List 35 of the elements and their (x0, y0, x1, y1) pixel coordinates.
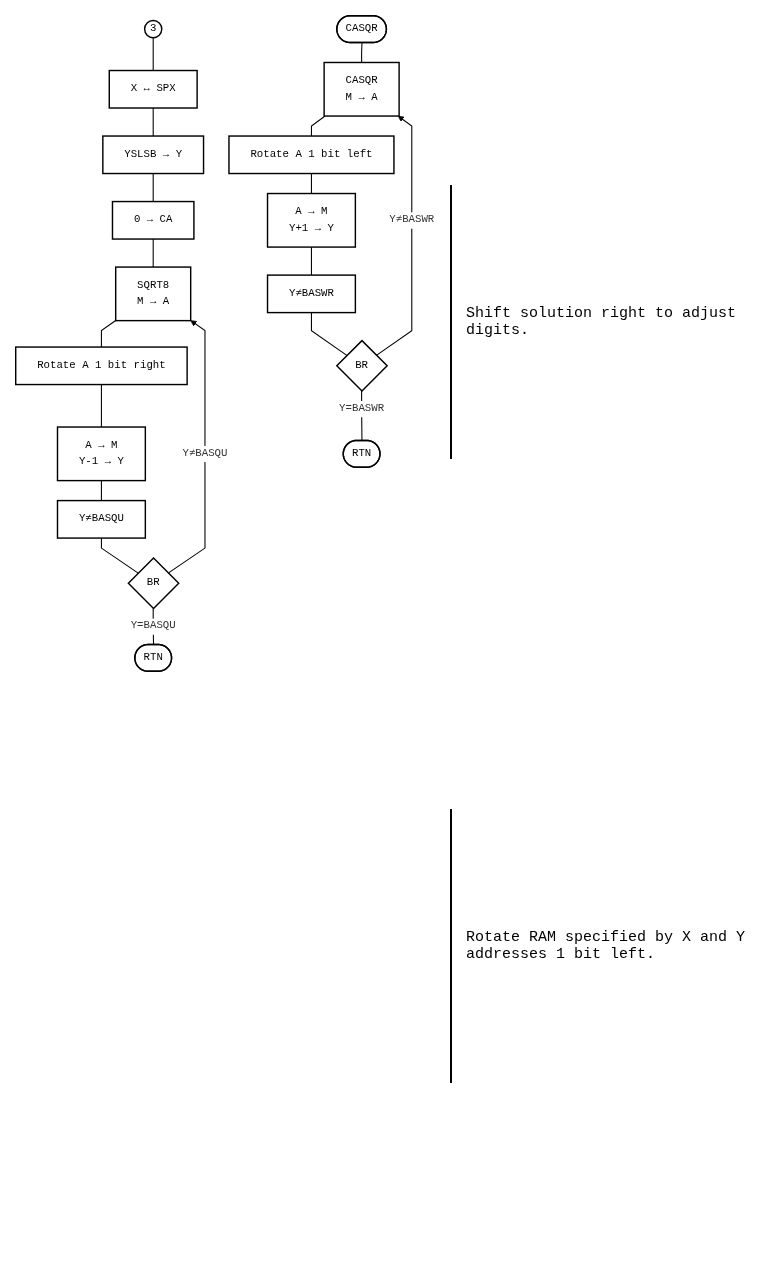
edge-label: Y≠BASWR (389, 213, 435, 226)
connector (100, 480, 102, 502)
connector (100, 384, 102, 428)
connector (310, 173, 312, 195)
node-box: Y≠BASQU (56, 499, 147, 539)
connector (310, 312, 348, 356)
node-box: YSLSB → Y (102, 135, 205, 175)
node-box: A → M Y+1 → Y (266, 192, 357, 248)
arrow (167, 320, 206, 574)
annotation-note: Shift solution right to adjust digits. (450, 185, 758, 459)
connector (310, 246, 312, 276)
node-box: 0 → CA (111, 200, 195, 240)
connector (152, 238, 154, 268)
node-diamond: BR (127, 557, 180, 610)
annotation-note: Rotate RAM specified by X and Y addresses 1 bit left. (450, 809, 758, 1083)
connector (100, 537, 139, 574)
connector (361, 42, 363, 64)
node-box: CASQR M → A (323, 61, 400, 117)
connector (152, 107, 154, 137)
node-box: Y≠BASWR (266, 274, 357, 314)
connector (100, 319, 117, 348)
node-box: X ↔ SPX (108, 69, 198, 109)
node-box: Rotate A 1 bit right (15, 346, 188, 386)
node-box: SQRT8 M → A (115, 266, 192, 322)
connector (152, 37, 154, 72)
connector (310, 115, 326, 137)
edge-label: Y=BASQU (130, 619, 176, 632)
node-box: Rotate A 1 bit left (228, 135, 395, 175)
node-circle: 3 (143, 19, 163, 39)
edge-label: Y≠BASQU (182, 447, 228, 460)
connector (152, 173, 154, 203)
arrow (375, 115, 413, 356)
edge-label: Y=BASWR (339, 402, 385, 415)
node-box: A → M Y-1 → Y (56, 426, 147, 482)
node-diamond: BR (335, 339, 389, 392)
